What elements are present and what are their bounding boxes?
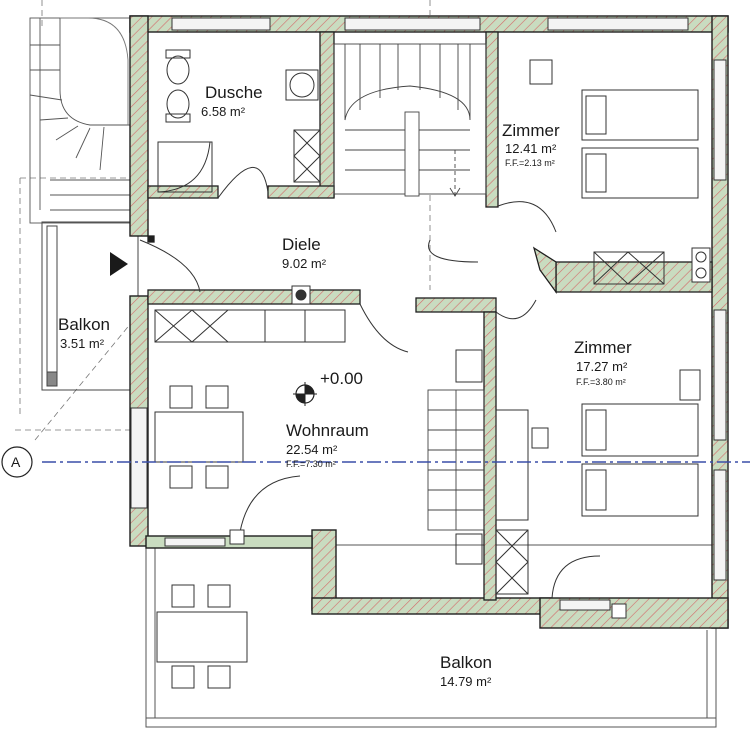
room-ff-wohnraum: F.F.=7.30 m² xyxy=(286,459,336,469)
room-area-balkon-left: 3.51 m² xyxy=(60,336,105,351)
balcony-left xyxy=(41,221,139,391)
room-area-zimmer-top: 12.41 m² xyxy=(505,141,557,156)
doors xyxy=(139,167,627,619)
room-name-wohnraum: Wohnraum xyxy=(286,421,369,440)
entrance-arrow-icon xyxy=(110,252,128,276)
room-area-wohnraum: 22.54 m² xyxy=(286,442,338,457)
room-area-zimmer-bottom: 17.27 m² xyxy=(576,359,628,374)
room-name-balkon-left: Balkon xyxy=(58,315,110,334)
section-axis-marker xyxy=(1,446,33,478)
level-marker-icon xyxy=(293,382,317,406)
level-marker-label: +0.00 xyxy=(320,369,363,388)
exterior-stair xyxy=(29,17,131,224)
room-area-diele: 9.02 m² xyxy=(282,256,327,271)
room-name-dusche: Dusche xyxy=(205,83,263,102)
construction-lines xyxy=(15,0,431,441)
balcony-bottom xyxy=(145,544,717,728)
room-ff-zimmer-bottom: F.F.=3.80 m² xyxy=(576,377,626,387)
bedroom-furniture xyxy=(455,59,711,595)
windows xyxy=(130,17,727,611)
interior-stair xyxy=(333,43,487,531)
dining-table xyxy=(154,385,248,689)
kitchen-counter xyxy=(154,285,346,343)
section-axis-label: A xyxy=(11,454,21,470)
room-area-dusche: 6.58 m² xyxy=(201,104,246,119)
room-name-zimmer-top: Zimmer xyxy=(502,121,560,140)
room-name-zimmer-bottom: Zimmer xyxy=(574,338,632,357)
bathroom-fixtures xyxy=(157,49,321,193)
room-ff-zimmer-top: F.F.=2.13 m² xyxy=(505,158,555,168)
room-name-diele: Diele xyxy=(282,235,321,254)
room-name-balkon-bottom: Balkon xyxy=(440,653,492,672)
room-area-balkon-bottom: 14.79 m² xyxy=(440,674,492,689)
